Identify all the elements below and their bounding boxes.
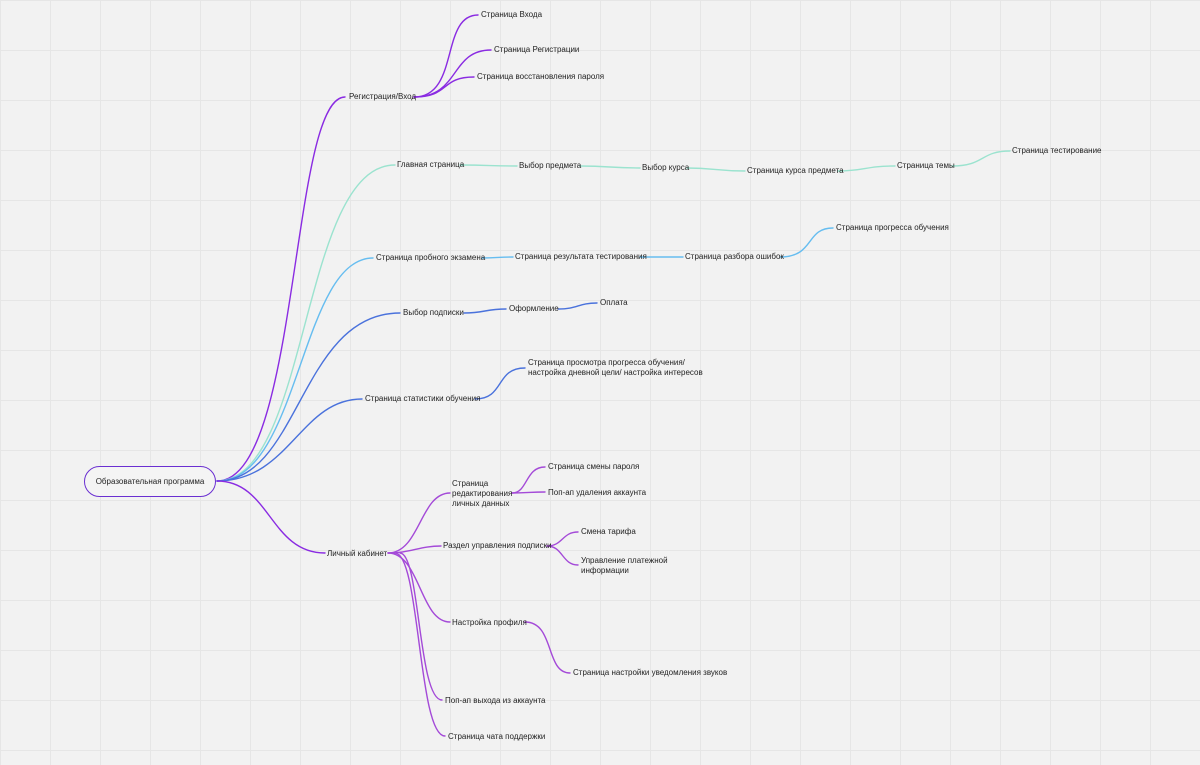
node-payment[interactable]: Оплата [600,298,628,307]
edge-reg-vosst [413,76,475,98]
edge-predmet-kurs [579,165,641,169]
node-progress-view-page[interactable]: Страница просмотра прогресса обучения/ н… [528,358,703,377]
node-profile-settings[interactable]: Настройка профиля [452,618,527,627]
node-logout-popup[interactable]: Поп-ап выхода из аккаунта [445,696,546,705]
edge-redakt-udalenie [511,491,546,494]
edge-kabinet-nastroika [387,552,451,623]
edge-root-reg [216,96,346,482]
edge-root-kabinet [216,480,326,554]
root-node[interactable]: Образовательная программа [84,466,216,497]
node-edit-personal-data-page[interactable]: Страница редактирования личных данных [452,479,513,508]
edge-kabinet-redakt [387,492,451,554]
edge-root-statistika [216,398,363,482]
node-trial-exam[interactable]: Страница пробного экзамена [376,253,486,262]
node-registration-page[interactable]: Страница Регистрации [494,45,580,54]
edge-tema-test [951,150,1011,167]
node-delete-account-popup[interactable]: Поп-ап удаления аккаунта [548,488,647,497]
node-change-plan[interactable]: Смена тарифа [581,527,636,536]
edge-reg-vhoda [413,14,479,98]
node-choose-subscription[interactable]: Выбор подписки [403,308,464,317]
edge-root-glavnaya [216,164,396,482]
node-course-page[interactable]: Страница курса предмета [747,166,844,175]
edge-statistika-prosmotr [474,367,526,400]
edge-stranica-tema [837,165,896,172]
edge-root-probny [216,257,374,482]
node-main-page[interactable]: Главная страница [397,160,465,169]
edge-kabinet-upravlenie [387,545,442,554]
root-label: Образовательная программа [95,477,205,486]
node-registration-login[interactable]: Регистрация/Вход [349,92,417,101]
node-learning-statistics[interactable]: Страница статистики обучения [365,394,481,403]
edge-glavnaya-predmet [459,164,518,167]
node-support-chat-page[interactable]: Страница чата поддержки [448,732,546,741]
edge-upravlenie-tarif [546,531,579,547]
node-payment-info-management[interactable]: Управление платежной информации [581,556,668,575]
edge-razbor-progress [779,227,834,258]
edge-upravlenie-platezh [546,545,579,566]
edge-kurs-stranica [686,167,746,172]
edge-probny-rezultat [481,256,514,259]
node-login-page[interactable]: Страница Входа [481,10,543,19]
edge-kabinet-vyhod [399,552,443,701]
edge-kabinet-chat [394,552,446,737]
node-mistakes-review-page[interactable]: Страница разбора ошибок [685,252,784,261]
node-subscription-management[interactable]: Раздел управления подписки [443,541,552,550]
node-learning-progress-page[interactable]: Страница прогресса обучения [836,223,949,232]
edge-podpiski-oformlenie [463,308,507,314]
node-topic-page[interactable]: Страница темы [897,161,955,170]
node-choose-subject[interactable]: Выбор предмета [519,161,582,170]
edge-nastroika-uvedomleniya [524,621,571,674]
node-password-recovery-page[interactable]: Страница восстановления пароля [477,72,605,81]
edge-root-podpiski [216,312,401,482]
node-checkout[interactable]: Оформление [509,304,559,313]
node-personal-cabinet[interactable]: Личный кабинет [327,549,388,558]
node-change-password-page[interactable]: Страница смены пароля [548,462,640,471]
node-choose-course[interactable]: Выбор курса [642,163,690,172]
edge-oformlenie-oplata [557,302,598,310]
edge-redakt-parol [511,466,546,494]
node-notification-sound-settings-page[interactable]: Страница настройки уведомления звуков [573,668,728,677]
node-testing-page[interactable]: Страница тестирование [1012,146,1102,155]
node-test-results-page[interactable]: Страница результата тестирования [515,252,647,261]
